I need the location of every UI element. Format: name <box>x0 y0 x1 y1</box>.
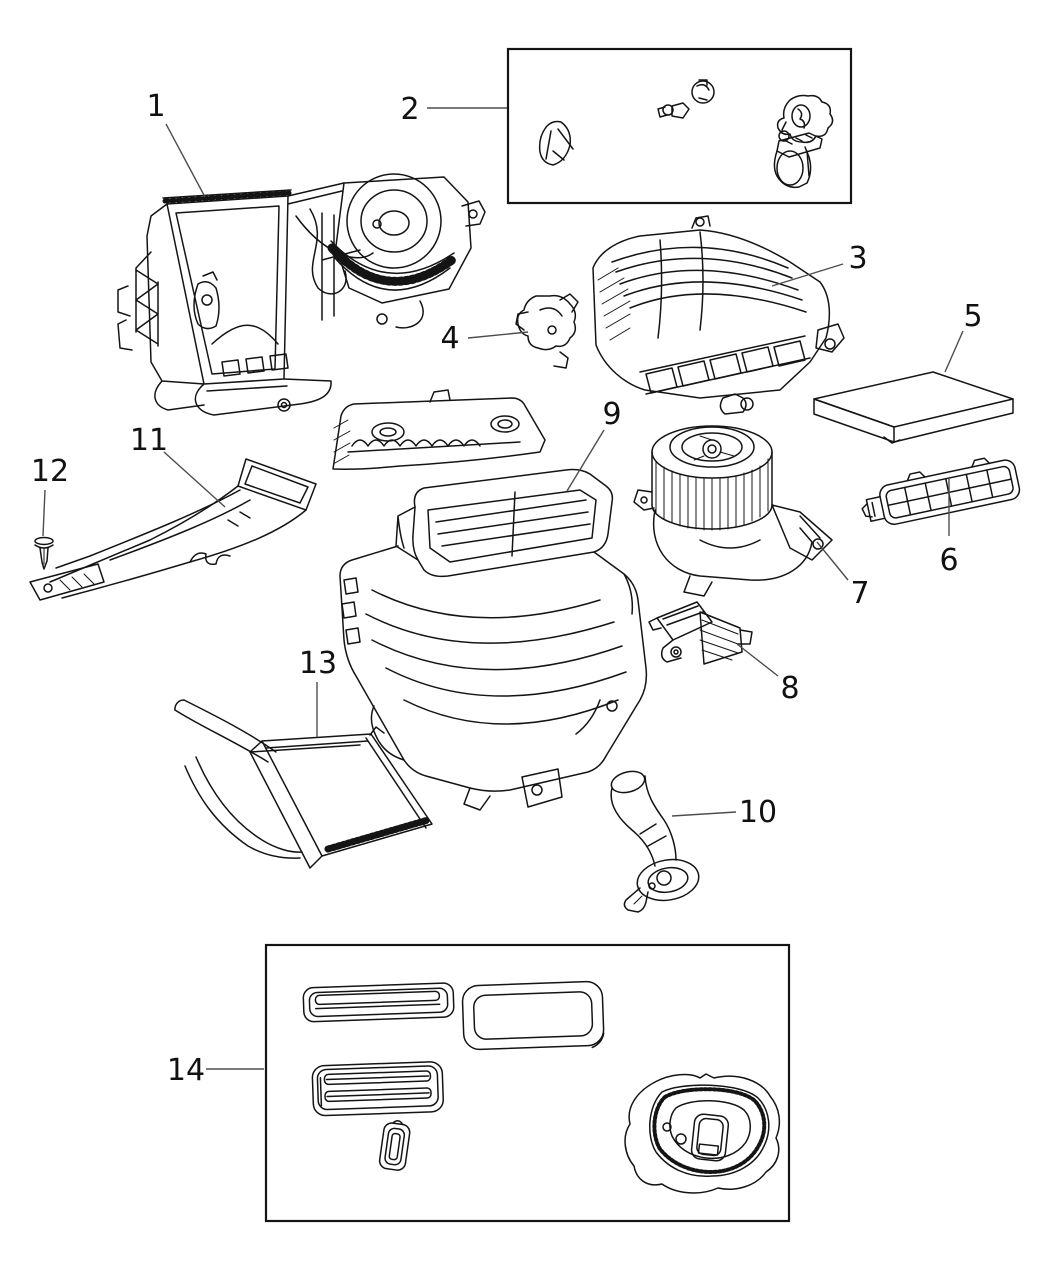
leader-line-11 <box>163 451 226 508</box>
part-11-floor-duct-drawing <box>29 458 317 601</box>
callout-10: 10 <box>739 795 777 830</box>
callout-5: 5 <box>963 299 982 334</box>
heater-core-body <box>261 733 433 857</box>
callout-numbers: 1 2 3 4 5 6 7 8 9 10 11 12 13 14 <box>31 89 983 1088</box>
callout-1: 1 <box>146 89 165 124</box>
leader-line-9 <box>566 429 605 492</box>
part-14-seal-kit-box <box>264 943 791 1223</box>
part-12-push-pin-drawing <box>34 536 54 570</box>
callout-8: 8 <box>780 671 799 706</box>
callout-11: 11 <box>130 423 168 458</box>
callout-3: 3 <box>848 241 867 276</box>
part-14-seal-kit-contents-drawing <box>302 980 781 1194</box>
seal-ring-rect <box>461 980 605 1051</box>
callout-2: 2 <box>400 92 419 127</box>
leader-line-8 <box>736 643 779 677</box>
part-2-kit-box <box>506 47 853 205</box>
leader-line-12 <box>42 489 46 537</box>
callout-6: 6 <box>939 543 958 578</box>
part-8-blower-resistor-drawing <box>648 601 753 665</box>
part-6-filter-grille-drawing <box>861 457 1021 526</box>
part-2-kit-contents-drawing <box>538 79 834 189</box>
leader-line-1 <box>165 123 206 198</box>
part-7-blower-motor-drawing <box>633 425 833 597</box>
callout-4: 4 <box>440 321 459 356</box>
part-3-upper-housing-drawing <box>592 215 845 415</box>
leader-line-7 <box>816 541 849 581</box>
callout-13: 13 <box>299 646 337 681</box>
leader-line-10 <box>671 811 737 817</box>
leader-line-3 <box>771 263 844 287</box>
callout-14: 14 <box>167 1053 205 1088</box>
callout-9: 9 <box>602 397 621 432</box>
part-10-drain-tube-drawing <box>610 770 700 913</box>
part-4-actuator-drawing <box>515 293 579 369</box>
blower-inlet-ring <box>346 173 442 269</box>
part-13-heater-core-drawing <box>174 699 433 869</box>
seal-irregular-ring <box>624 1073 781 1194</box>
callout-7: 7 <box>850 576 869 611</box>
seal-grommet-small <box>378 1120 411 1171</box>
part-5-cabin-filter-drawing <box>813 371 1014 444</box>
leader-line-5 <box>944 330 964 373</box>
seal-double-slot <box>311 1061 445 1117</box>
part-1-hvac-module-assembly-drawing <box>117 173 486 416</box>
blower-wheel-rim <box>651 425 773 479</box>
callout-12: 12 <box>31 454 69 489</box>
leader-line-4 <box>467 331 529 339</box>
leader-lines <box>42 107 964 1070</box>
part-9-distribution-housing-drawing <box>332 389 648 811</box>
seal-slotted-long <box>302 982 455 1023</box>
